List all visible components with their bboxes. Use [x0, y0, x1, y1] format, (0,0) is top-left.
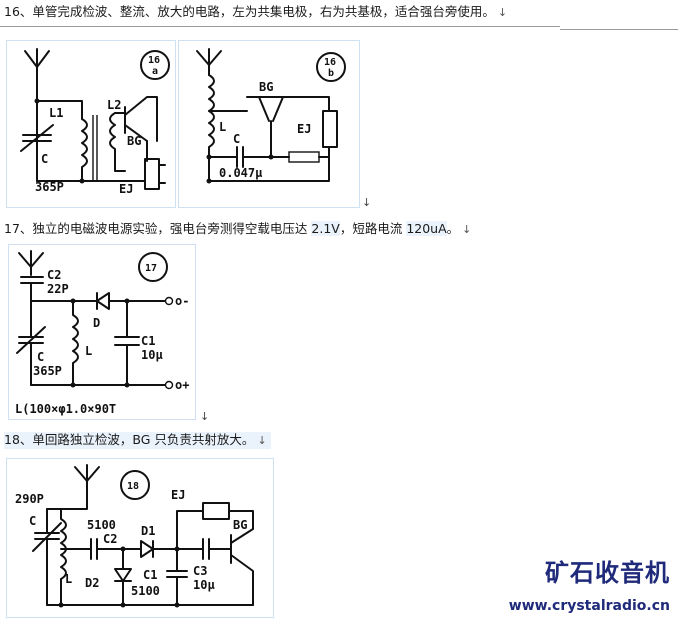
label-5100: 5100 — [87, 518, 116, 532]
label-c-16b: C — [233, 132, 240, 146]
label-d1: D1 — [141, 524, 155, 538]
label-l2: L2 — [107, 98, 121, 112]
terminal-negative: o- — [175, 294, 189, 308]
paragraph-17-voltage: 2.1V — [311, 221, 340, 236]
paragraph-mark: ↓ — [257, 434, 267, 447]
paragraph-17-text-b: ，短路电流 — [339, 221, 407, 236]
label-c2: C2 — [103, 532, 117, 546]
paragraph-17: 17、独立的电磁波电源实验，强电台旁测得空载电压达 2.1V，短路电流 120u… — [4, 221, 471, 238]
label-coil-spec: L(100×φ1.0×90T — [15, 402, 116, 416]
label-22p: 22P — [47, 282, 69, 296]
label-c1: C1 — [141, 334, 155, 348]
watermark-logo: 矿石收音机 — [545, 559, 670, 587]
badge-16b-sub: b — [328, 68, 334, 79]
paragraph-mark: ↓ — [462, 223, 472, 236]
watermark-url: www.crystalradio.cn — [508, 598, 670, 614]
badge-16a-num: 16 — [148, 55, 160, 66]
paragraph-17-current: 120uA — [406, 221, 447, 236]
circuit-18: 18 290P C 5100 C2 D1 EJ BG L D2 C1 5100 … — [15, 464, 254, 608]
paragraph-17-text-a: 17、独立的电磁波电源实验，强电台旁测得空载电压达 — [4, 221, 312, 236]
paragraph-mark-17: ↓ — [200, 410, 210, 423]
label-ej-16b: EJ — [297, 122, 311, 136]
label-c3-value: 10μ — [193, 578, 215, 592]
circuit-17: 17 C2 22P D C1 10μ C 365P L o- o+ L(100×… — [15, 250, 189, 416]
label-l: L — [65, 572, 72, 586]
paragraph-mark: ↓ — [497, 6, 508, 19]
figure-16a: 16 a L1 L2 BG C 365P EJ — [6, 40, 176, 208]
label-c1-value: 5100 — [131, 584, 160, 598]
label-bg: BG — [127, 134, 141, 148]
label-365p: 365P — [33, 364, 62, 378]
circuit-16b: 16 b BG L EJ C 0.047μ — [196, 48, 346, 184]
badge-16b-num: 16 — [324, 57, 336, 68]
label-c2: C2 — [47, 268, 61, 282]
figure-16b: 16 b BG L EJ C 0.047μ — [178, 40, 360, 208]
label-10u: 10μ — [141, 348, 163, 362]
header-rule — [0, 26, 560, 27]
figure-17: 17 C2 22P D C1 10μ C 365P L o- o+ L(100×… — [8, 244, 196, 420]
paragraph-16: 16、单管完成检波、整流、放大的电路，左为共集电极，右为共基极，适合强台旁使用。… — [4, 4, 507, 21]
label-ej: EJ — [171, 488, 185, 502]
paragraph-16-text: 16、单管完成检波、整流、放大的电路，左为共集电极，右为共基极，适合强台旁使用。 — [4, 4, 495, 19]
figure-18: 18 290P C 5100 C2 D1 EJ BG L D2 C1 5100 … — [6, 458, 274, 618]
header-rule-right — [560, 29, 678, 30]
paragraph-mark-16b: ↓ — [362, 196, 372, 209]
label-c1: C1 — [143, 568, 157, 582]
label-ej: EJ — [119, 182, 133, 196]
label-c: C — [37, 350, 44, 364]
badge-18-num: 18 — [127, 481, 139, 492]
label-bg: BG — [233, 518, 247, 532]
circuit-16a: 16 a L1 L2 BG C 365P EJ — [20, 48, 170, 196]
paragraph-17-text-c: 。 — [446, 221, 460, 236]
label-d: D — [93, 316, 100, 330]
label-365p: 365P — [35, 180, 64, 194]
badge-17-num: 17 — [145, 263, 157, 274]
label-bg-16b: BG — [259, 80, 273, 94]
label-c3: C3 — [193, 564, 207, 578]
label-290p: 290P — [15, 492, 44, 506]
badge-16a-sub: a — [152, 66, 158, 77]
terminal-positive: o+ — [175, 378, 189, 392]
label-0047-16b: 0.047μ — [219, 166, 262, 180]
label-l1: L1 — [49, 106, 63, 120]
label-c: C — [29, 514, 36, 528]
label-c: C — [41, 152, 48, 166]
label-l: L — [85, 344, 92, 358]
paragraph-18: 18、单回路独立检波，BG 只负责共射放大。↓ — [4, 432, 271, 449]
paragraph-18-text: 18、单回路独立检波，BG 只负责共射放大。 — [4, 432, 255, 447]
label-d2: D2 — [85, 576, 99, 590]
label-l-16b: L — [219, 120, 226, 134]
